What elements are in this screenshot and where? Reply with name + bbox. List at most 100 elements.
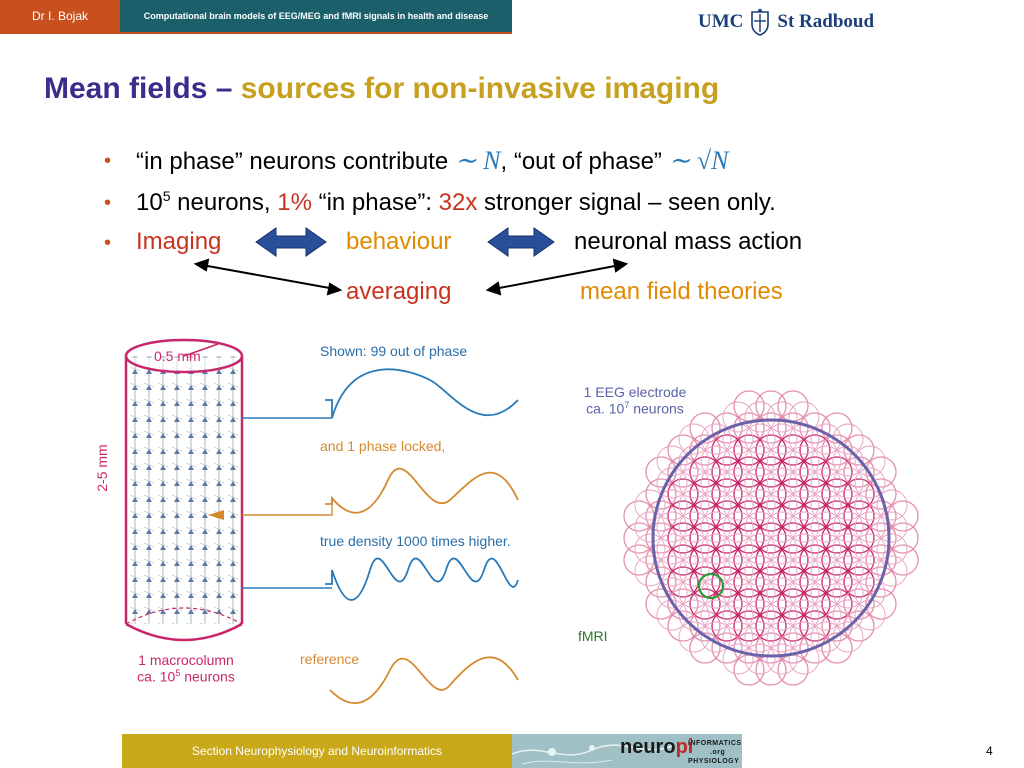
voxel-circle — [722, 445, 754, 477]
voxel-circle — [711, 610, 743, 642]
bullet-3-behaviour: behaviour — [346, 228, 452, 255]
umc-logo-text: UMC — [698, 11, 744, 32]
voxel-circle — [700, 511, 732, 543]
voxel-circle — [634, 555, 666, 587]
voxel-circle — [832, 577, 864, 609]
eeg-electrode-outline — [651, 418, 891, 658]
voxel-circle — [799, 412, 831, 444]
voxel-circle — [843, 434, 875, 466]
voxel-circle — [722, 599, 754, 631]
voxel-circle — [667, 478, 699, 510]
voxel-circle — [832, 489, 864, 521]
voxel-circle — [722, 533, 754, 565]
voxel-circle — [689, 456, 721, 488]
footer-section: Section Neurophysiology and Neuroinforma… — [191, 744, 443, 758]
voxel-circle — [711, 412, 743, 444]
bullet-1-text-b: , “out of phase” — [500, 148, 662, 175]
neuron-banner-icon — [512, 744, 673, 765]
voxel-circle — [766, 489, 798, 521]
voxel-circle — [645, 544, 677, 576]
voxel-circle — [766, 621, 798, 653]
voxel-circle — [766, 599, 798, 631]
voxel-circle — [799, 610, 831, 642]
voxel-circle — [865, 456, 897, 488]
bullet-2: 105 neurons, 1% “in phase”: 32x stronger… — [136, 188, 776, 217]
voxel-circle — [733, 478, 765, 510]
voxel-circle — [722, 577, 754, 609]
voxel-circle — [788, 643, 820, 675]
voxel-circle — [689, 522, 721, 554]
voxel-circle — [876, 533, 908, 565]
voxel-circle — [744, 467, 776, 499]
voxel-circle — [667, 588, 699, 620]
voxel-circle — [821, 610, 853, 642]
voxel-circle — [865, 500, 897, 532]
voxel-circle — [645, 588, 677, 620]
voxel-circle — [711, 522, 743, 554]
voxel-circle — [799, 566, 831, 598]
voxel-circle — [766, 577, 798, 609]
voxel-circle — [777, 456, 809, 488]
voxel-circle — [733, 632, 765, 664]
voxel-circle — [689, 588, 721, 620]
voxel-circle — [854, 467, 886, 499]
eeg-line1: 1 EEG electrode — [583, 384, 687, 400]
voxel-circle — [788, 401, 820, 433]
voxel-circle — [689, 412, 721, 444]
voxel-circle — [788, 555, 820, 587]
voxel-circle — [700, 533, 732, 565]
voxel-circle — [755, 544, 787, 576]
double-arrow-icon — [255, 227, 327, 257]
voxel-circle — [832, 533, 864, 565]
voxel-circle — [711, 478, 743, 510]
bullet-dot: • — [104, 150, 112, 172]
voxel-circle — [832, 511, 864, 543]
voxel-circle — [799, 522, 831, 554]
voxel-circle — [711, 500, 743, 532]
macrocolumn-line2: ca. 105 neurons — [137, 668, 235, 685]
voxel-circle — [810, 555, 842, 587]
voxel-circle — [667, 522, 699, 554]
voxel-circle — [667, 610, 699, 642]
voxel-circle — [733, 610, 765, 642]
height-label: 2-5 mm — [94, 444, 110, 492]
radboud-logo-text: St Radboud — [777, 11, 875, 32]
bullet-dot: • — [104, 192, 112, 214]
voxel-circle — [733, 566, 765, 598]
voxel-circle — [678, 489, 710, 521]
voxel-circle — [854, 533, 886, 565]
voxel-circle — [766, 401, 798, 433]
voxel-circle — [744, 511, 776, 543]
voxel-circle — [711, 456, 743, 488]
voxel-circle — [832, 445, 864, 477]
voxel-circle — [832, 467, 864, 499]
voxel-circle — [667, 434, 699, 466]
voxel-circle — [755, 456, 787, 488]
fmri-voxel-highlight — [697, 572, 725, 600]
voxel-circle — [876, 555, 908, 587]
voxel-circle — [656, 533, 688, 565]
voxel-circle — [755, 522, 787, 554]
neuropi-logo: neuropi — [620, 736, 693, 759]
voxel-circle — [744, 577, 776, 609]
voxel-circle — [667, 566, 699, 598]
voxel-circle — [799, 632, 831, 664]
bullet-3-neuronal: neuronal mass action — [574, 228, 803, 255]
voxel-circle — [678, 599, 710, 631]
voxel-circle — [722, 401, 754, 433]
phase-locked-wave — [325, 467, 519, 514]
voxel-circle — [766, 423, 798, 455]
fmri-label: fMRI — [578, 628, 608, 644]
voxel-circle — [755, 500, 787, 532]
voxel-circle — [865, 522, 897, 554]
density-label: true density 1000 times higher. — [320, 533, 511, 549]
voxel-circle — [821, 500, 853, 532]
eeg-line2: ca. 107 neurons — [586, 400, 684, 417]
voxel-circle — [744, 401, 776, 433]
voxel-circle — [777, 654, 809, 686]
voxel-circle — [865, 588, 897, 620]
voxel-circle — [755, 588, 787, 620]
bullet-2-text-a: neurons, — [170, 189, 278, 216]
voxel-circle — [810, 445, 842, 477]
voxel-circle — [821, 412, 853, 444]
